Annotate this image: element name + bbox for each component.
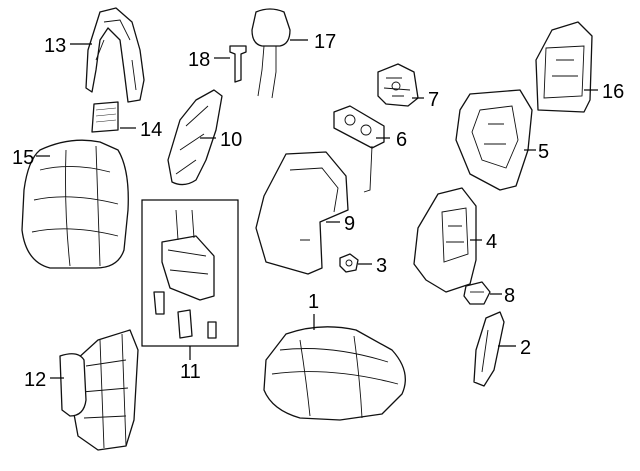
part-13-backrest-frame bbox=[85, 7, 145, 103]
part-16-rear-panel bbox=[535, 21, 593, 113]
part-14-pad bbox=[91, 101, 119, 133]
callout-9: 9 bbox=[344, 213, 355, 235]
part-4-seat-frame bbox=[413, 187, 477, 293]
part-7-bracket bbox=[377, 63, 419, 107]
part-2-side-cover bbox=[473, 311, 505, 387]
part-17-headrest bbox=[251, 8, 291, 99]
callout-4: 4 bbox=[486, 231, 497, 253]
part-12-backrest-structure bbox=[59, 329, 139, 451]
callout-1: 1 bbox=[308, 291, 319, 313]
callout-3: 3 bbox=[376, 255, 387, 277]
part-10-side-trim bbox=[167, 89, 223, 186]
callout-14: 14 bbox=[140, 119, 162, 141]
part-8-clip bbox=[463, 281, 491, 305]
callout-7: 7 bbox=[428, 89, 439, 111]
callout-13: 13 bbox=[44, 35, 66, 57]
part-6-lumbar-plate bbox=[333, 105, 385, 193]
part-5-backrest-shell bbox=[455, 89, 533, 191]
callout-11: 11 bbox=[180, 361, 201, 383]
callout-15: 15 bbox=[12, 147, 34, 169]
callout-6: 6 bbox=[396, 129, 407, 151]
callout-2: 2 bbox=[520, 337, 531, 359]
part-1-seat-cushion bbox=[263, 326, 406, 421]
part-11-adjuster-kit bbox=[153, 209, 217, 339]
callout-10: 10 bbox=[220, 129, 242, 151]
callout-8: 8 bbox=[504, 285, 515, 307]
callout-17: 17 bbox=[314, 31, 336, 53]
part-15-backrest-cover bbox=[21, 139, 129, 269]
callout-18: 18 bbox=[188, 49, 210, 71]
part-9-backrest-panel bbox=[255, 151, 349, 275]
callout-5: 5 bbox=[538, 141, 549, 163]
part-3-nut bbox=[339, 253, 359, 273]
callout-12: 12 bbox=[24, 369, 46, 391]
part-18-headrest-guide bbox=[229, 45, 247, 83]
callout-16: 16 bbox=[602, 81, 624, 103]
